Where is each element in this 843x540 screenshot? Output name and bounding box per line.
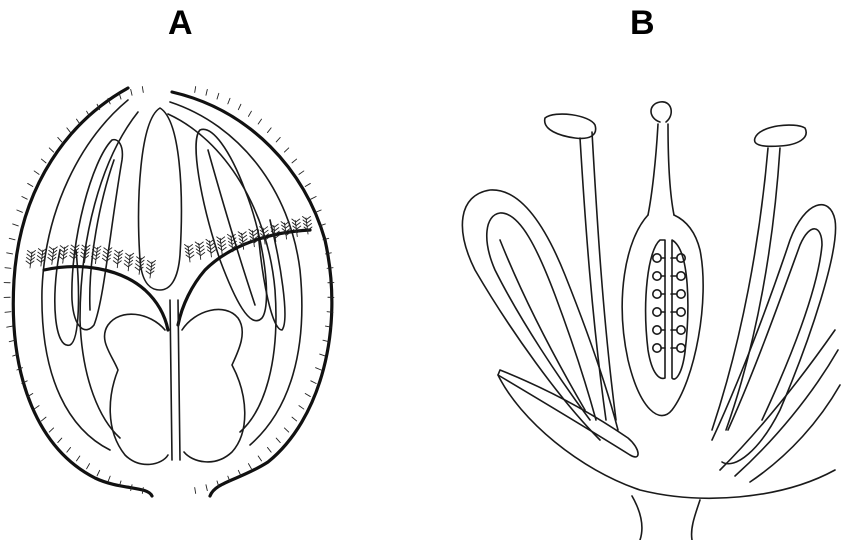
anther-left [72,140,123,330]
pedicel-right [692,500,700,540]
petal-layer-right [170,102,302,445]
ovary-locule-left [646,240,665,378]
anther-right-inner [208,150,255,305]
style-b-2 [668,124,674,215]
receptacle [498,375,835,498]
stigma [651,102,671,122]
sepal-right-3 [750,385,840,482]
anther-left-b [545,114,596,138]
ovary-wall [622,215,703,416]
ovary-left [105,314,169,464]
stigma-feathers [26,217,312,279]
filament-left-2 [592,132,616,420]
calyx-outer-wall [13,88,152,496]
open-flower-section [462,102,840,540]
calyx-hairs [4,87,334,494]
petal-left-outer [462,190,618,440]
style [170,300,172,460]
sepal-left [498,370,638,457]
style-b [648,124,658,215]
anther-right [196,129,266,320]
pedicel [632,496,642,540]
ovary-locule-right [672,240,688,379]
petal-right-inner [728,229,822,430]
anther-center [139,108,182,290]
filament-right-2 [726,148,780,430]
flower-bud-section [4,87,334,496]
anther-right-b [755,125,807,146]
ovary-right [182,309,245,461]
anther-far-left [55,250,79,345]
stigma-branch-left [44,267,168,330]
sepal-right [720,330,835,470]
ovules [653,254,685,352]
petal-inner-right [168,114,276,432]
petal-inner-left [80,112,138,438]
